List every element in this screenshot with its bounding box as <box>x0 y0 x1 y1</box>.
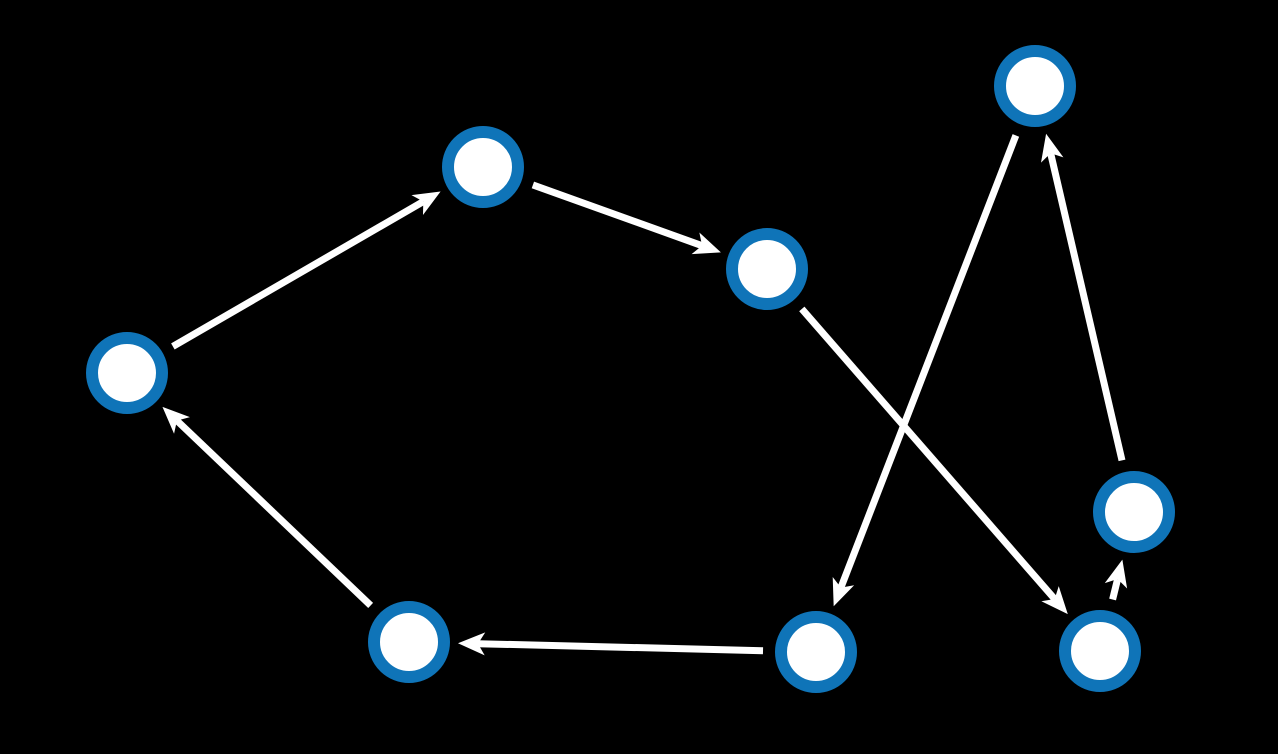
edge-line-n3-n8 <box>799 306 1058 602</box>
arrowhead-icon-n4-n2 <box>411 191 441 216</box>
graph-node-n2 <box>442 126 524 208</box>
edge-line-n1-n7 <box>837 134 1020 589</box>
nodes-layer <box>86 45 1175 693</box>
graph-node-n8 <box>1059 610 1141 692</box>
arrowhead-icon-n1-n7 <box>832 576 855 607</box>
edge-line-n6-n4 <box>174 418 374 608</box>
graph-node-n3 <box>726 228 808 310</box>
arrowhead-icon-n7-n6 <box>457 632 486 656</box>
edge-line-n5-n1 <box>1047 152 1126 462</box>
graph-node-n5 <box>1093 471 1175 553</box>
edge-line-n2-n3 <box>531 181 704 249</box>
graph-node-n6 <box>368 601 450 683</box>
edge-line-n7-n6 <box>477 640 764 655</box>
edges-layer <box>162 133 1128 656</box>
graph-node-n1 <box>994 45 1076 127</box>
edge-line-n8-n5 <box>1109 578 1122 601</box>
arrowhead-icon-n8-n5 <box>1104 559 1128 589</box>
graph-node-n4 <box>86 332 168 414</box>
arrowhead-icon-n3-n8 <box>1041 586 1068 615</box>
edge-line-n4-n2 <box>171 198 426 350</box>
arrowhead-icon-n5-n1 <box>1041 133 1064 163</box>
arrowhead-icon-n6-n4 <box>162 406 190 434</box>
graph-node-n7 <box>775 611 857 693</box>
arrowhead-icon-n2-n3 <box>691 232 721 255</box>
